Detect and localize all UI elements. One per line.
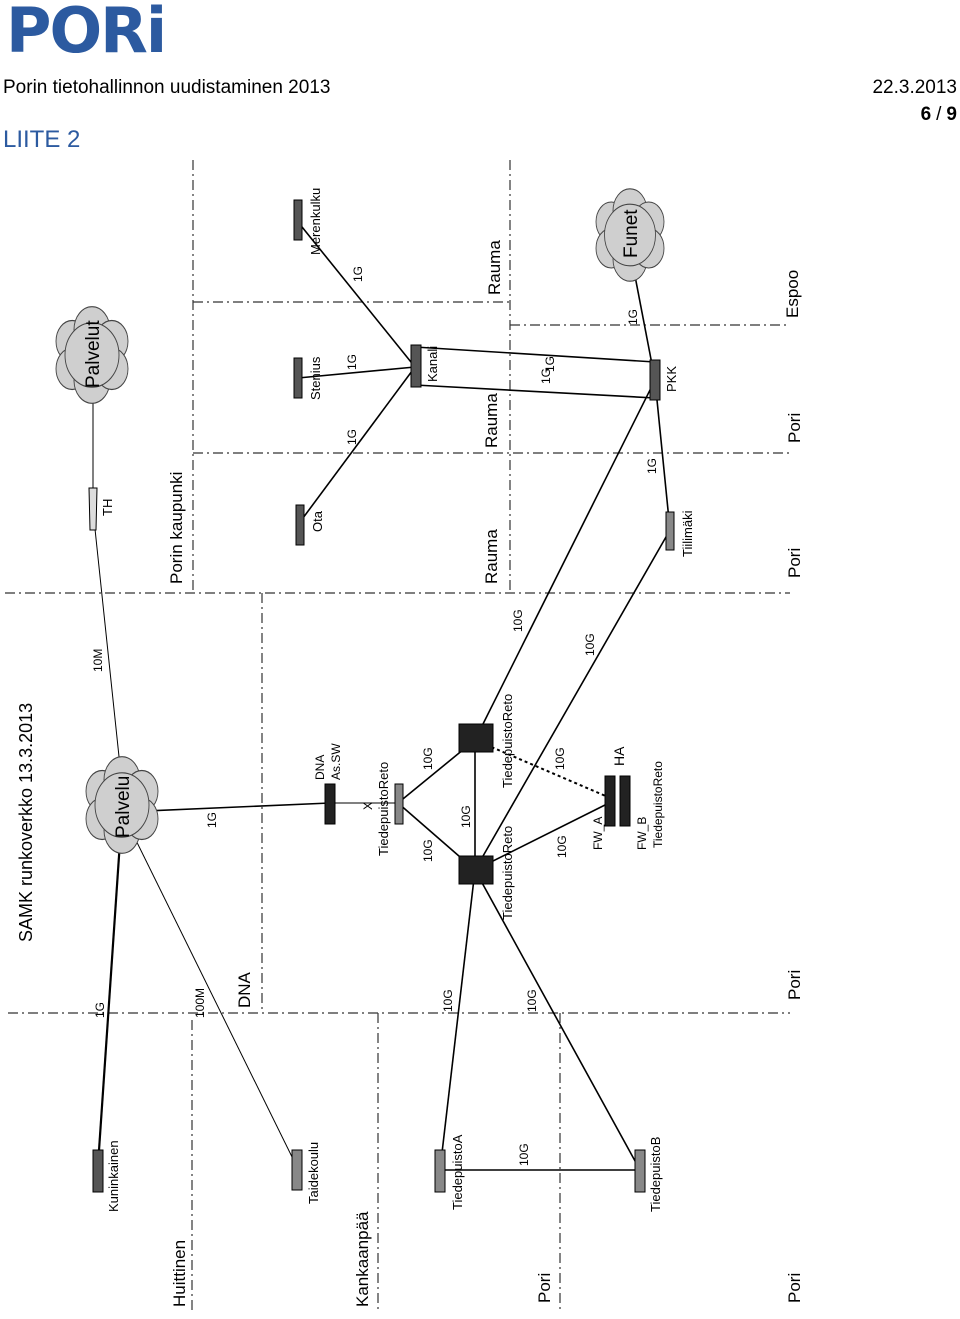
link-label-th-palvelu: 10M [91,649,105,672]
zone-label-pori-right-3: Pori [785,413,804,443]
node-label-kanali: Kanali [425,346,440,382]
switch-icon-tiedepuistoa [434,1149,446,1193]
cloud-palvelu-label: Palvelu [113,776,134,838]
core-switch-icon-top [458,723,494,753]
zone-label-kankaanpaa: Kankaanpää [353,1211,372,1307]
zone-label-porin-kaupunki: Porin kaupunki [167,472,186,584]
link-label-core-tiedepuistoa: 10G [441,989,455,1012]
link-label-pkk-tiilimaki: 1G [645,458,659,474]
link-label-merenkulku-kanali: 1G [351,266,365,282]
node-label-tiedepuistoa: TiedepuistoA [450,1134,465,1210]
page-total: 9 [946,104,957,125]
switch-icon-ota [295,504,305,546]
link-label-kanali-pkk: 1G [539,368,553,384]
attachment-label: LIITE 2 [3,126,81,153]
node-label-ha: HA [611,746,627,766]
link-label-core-to-fw: 10G [555,835,569,858]
node-label-x-mark: X [361,802,375,810]
device-icons [88,199,675,1193]
node-label-th: TH [100,499,115,516]
switch-icon-merenkulku [293,199,303,241]
document-title: Porin tietohallinnon uudistaminen 2013 [3,77,331,98]
node-label-tiedepuistoreto-fw: TiedepuistoReto [651,761,665,848]
link-label-funet-pkk: 1G [626,309,640,325]
node-label-taidekoulu: Taidekoulu [306,1142,321,1204]
node-label-tiilimaki: Tiilimäki [680,510,695,557]
zone-label-pori-bottom-left: Pori [535,1273,554,1303]
link-label-tiedepuistoa-tiedepuistob: 10G [517,1143,531,1166]
link-label-core-top-pkk: 10G [511,609,525,632]
link-label-palvelu-dna: 1G [205,812,219,828]
switch-icon-tiedepuistob [634,1149,646,1193]
node-label-tiedepuistoreto-bottom: TiedepuistoReto [500,826,515,920]
link-label-core-bottom-fw: 10G [553,747,567,770]
cloud-palvelut-label: Palvelut [83,320,104,388]
cloud-funet-label: Funet [621,209,642,258]
link-label-ota-kanali: 1G [345,429,359,445]
zone-label-rauma-2: Rauma [482,393,501,448]
pori-logo: PORi [6,0,167,67]
link-label-core-tiedepuistob: 10G [525,989,539,1012]
page-separator: / [936,104,942,125]
node-label-dna-assw-2: As.SW [329,743,343,780]
diagram-title: SAMK runkoverkko 13.3.2013 [16,703,36,942]
link-label-reto-small-bottom: 10G [421,839,435,862]
link-label-reto-small-top: 10G [421,747,435,770]
zone-label-huittinen: Huittinen [170,1240,189,1307]
link-label-palvelu-kuninkainen: 1G [93,1002,107,1018]
router-icon-th [88,487,98,531]
switch-icon-stenius [293,357,303,399]
link-label-stenius-kanali: 1G [345,354,359,370]
zone-label-espoo: Espoo [783,270,802,318]
switch-icon-pkk [649,359,661,401]
zone-dividers [5,160,790,1310]
link-label-palvelu-taidekoulu: 100M [193,988,207,1018]
document-date: 22.3.2013 [872,77,957,98]
node-label-merenkulku: Merenkulku [308,188,323,255]
node-label-kuninkainen: Kuninkainen [106,1140,121,1212]
switch-icon-kanali [410,344,422,388]
firewall-icon-a [604,775,616,827]
node-label-stenius: Stenius [308,356,323,400]
zone-label-rauma-1: Rauma [485,240,504,295]
link-label-kanali-pkk-2: 1G [543,356,557,372]
page-current: 6 [920,104,932,125]
node-label-ota: Ota [310,510,325,532]
node-label-dna-assw-1: DNA [313,755,327,780]
node-label-tiedepuistoreto-top: TiedepuistoReto [500,694,515,788]
network-links [92,221,671,1171]
switch-icon-kuninkainen [92,1149,104,1193]
core-switch-icon-bottom [458,855,494,885]
link-label-core-bottom-tiilimaki: 10G [583,633,597,656]
switch-icon-taidekoulu [291,1149,303,1191]
link-label-core-top-bottom: 10G [459,805,473,828]
switch-icon-dna-assw [324,783,336,825]
node-label-fw-b: FW_B [635,817,649,850]
zone-label-pori-right-2: Pori [785,548,804,578]
node-label-tiedepuistoreto-small: TiedepuistoReto [376,762,391,856]
page-number: 6/9 [921,104,957,126]
zone-label-pori-right-1: Pori [785,970,804,1000]
node-label-fw-a: FW_A [591,817,605,850]
switch-icon-tiedepuistoreto-small [394,783,404,825]
zone-label-rauma-3: Rauma [482,529,501,584]
firewall-icon-b [619,775,631,827]
node-label-tiedepuistob: TiedepuistoB [648,1137,663,1212]
switch-icon-tiilimaki [665,511,675,551]
zone-label-pori-bottom-right: Pori [785,1273,804,1303]
node-label-pkk: PKK [664,366,679,392]
zone-label-dna: DNA [235,971,254,1008]
